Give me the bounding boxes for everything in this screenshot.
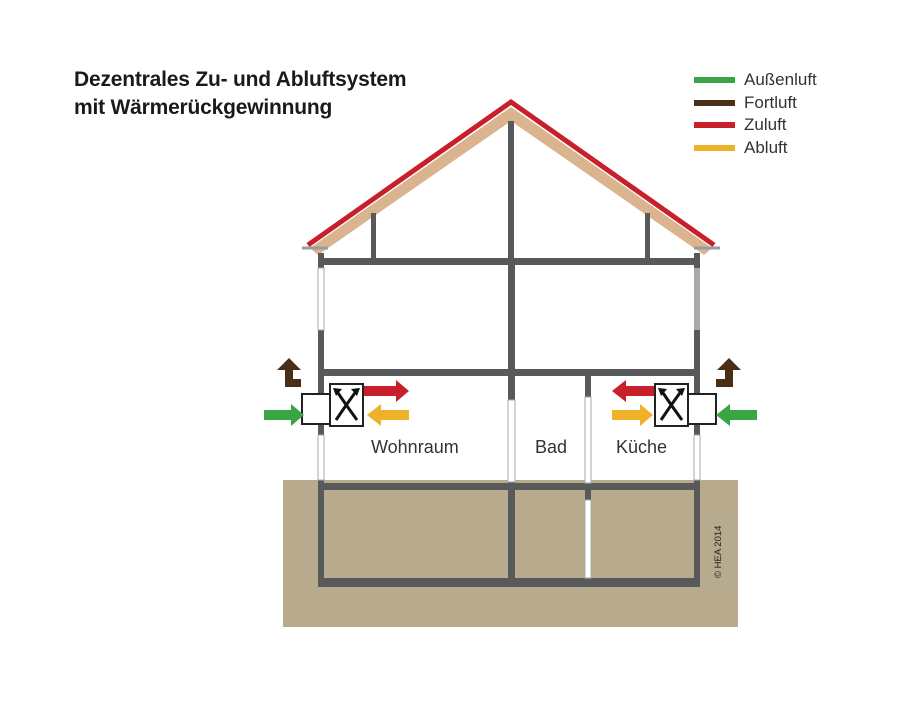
exhaust-air-arrow-right — [716, 358, 741, 387]
legend-item-extract-air: Abluft — [694, 137, 817, 160]
copyright-note: © HEA 2014 — [713, 525, 724, 578]
legend-label: Zuluft — [744, 115, 787, 135]
attic-post-center — [508, 121, 514, 261]
window-right-lower — [693, 434, 701, 481]
room-label-living: Wohnraum — [371, 437, 459, 457]
window-left-lower — [317, 434, 325, 481]
roof-covering — [306, 98, 716, 248]
window-left-upper — [317, 267, 325, 331]
ventilation-unit-left — [301, 383, 364, 427]
legend-label: Abluft — [744, 137, 788, 157]
title-line-1: Dezentrales Zu- und Abluftsystem — [74, 68, 407, 91]
legend-swatch-yellow — [694, 144, 735, 151]
legend-swatch-red — [694, 122, 735, 129]
attic-post-right — [645, 213, 650, 261]
room-label-kitchen: Küche — [616, 437, 668, 457]
title-line-2: mit Wärmerückgewinnung — [74, 96, 333, 119]
exhaust-air-arrow-left — [277, 358, 301, 387]
legend-swatch-green — [694, 77, 735, 84]
diagram-title: Dezentrales Zu- und Abluftsystem mit Wär… — [74, 66, 407, 122]
door-kitchen — [584, 396, 592, 484]
legend-item-supply-air: Zuluft — [694, 114, 817, 137]
supply-air-arrow-right — [612, 380, 654, 402]
legend-label: Außenluft — [744, 70, 817, 90]
door-basement — [584, 499, 592, 579]
legend: Außenluft Fortluft Zuluft Abluft — [694, 69, 817, 159]
supply-air-arrow-left — [364, 380, 409, 402]
ventilation-unit-right — [654, 383, 717, 427]
legend-label: Fortluft — [744, 92, 797, 112]
legend-item-outdoor-air: Außenluft — [694, 69, 817, 92]
legend-swatch-brown — [694, 99, 735, 106]
window-right-upper — [694, 268, 700, 330]
extract-air-arrow-right — [612, 404, 653, 426]
legend-item-exhaust-air: Fortluft — [694, 92, 817, 115]
outdoor-air-arrow-right — [716, 404, 757, 426]
extract-air-arrow-left — [367, 404, 409, 426]
room-label-bath: Bad — [535, 437, 568, 457]
outdoor-air-arrow-left — [264, 404, 304, 426]
attic-post-left — [371, 213, 376, 261]
door-center — [507, 399, 516, 483]
